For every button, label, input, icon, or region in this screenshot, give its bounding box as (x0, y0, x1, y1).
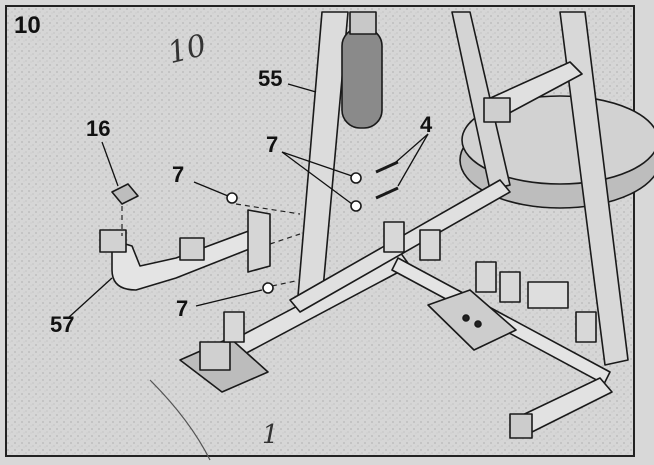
sleeve-c (475, 261, 497, 293)
leader-7a (281, 151, 353, 177)
roller-pad (341, 27, 383, 129)
washer-left (226, 192, 238, 204)
crossbar-end-cap (483, 97, 511, 123)
sleeve-d (499, 271, 521, 303)
upright-right (559, 11, 629, 366)
slide-block (527, 281, 569, 309)
bolt-a (375, 160, 399, 174)
bracket-57-sleeve (179, 237, 205, 261)
label-part-7-lower: 7 (176, 296, 189, 321)
label-part-16: 16 (86, 116, 111, 141)
label-part-7-left: 7 (172, 162, 185, 187)
align-line-c (271, 279, 301, 287)
label-part-7-upper: 7 (266, 132, 279, 157)
washer-upper-b (350, 200, 362, 212)
label-part-4: 4 (420, 112, 433, 137)
bracket-57-cap (99, 229, 127, 253)
sleeve-right (575, 311, 597, 343)
leader-55 (287, 83, 317, 93)
leader-16 (101, 141, 119, 187)
step-number: 10 (14, 12, 41, 39)
leader-4a (395, 133, 429, 163)
rear-foot-cap (509, 413, 533, 439)
pencil-stroke (149, 379, 211, 461)
bracket-block (427, 289, 517, 351)
leader-7b (281, 151, 353, 205)
roller-rod (349, 11, 377, 35)
sleeve-a (383, 221, 405, 253)
leader-7-left (193, 181, 229, 197)
end-cap-16 (111, 183, 139, 205)
label-part-57: 57 (50, 312, 75, 337)
handwritten-mark: 1 (262, 420, 279, 450)
bolt-b (375, 186, 399, 200)
upright-middle (451, 11, 511, 191)
leader-57 (67, 277, 113, 319)
bracket-57-plate (247, 209, 271, 273)
leader-7-lower (195, 289, 263, 307)
washer-upper-a (350, 172, 362, 184)
foot-block (199, 341, 231, 371)
label-part-55: 55 (258, 66, 283, 91)
leader-4b (397, 133, 429, 187)
align-line-a (235, 203, 301, 215)
sleeve-front (223, 311, 245, 343)
sleeve-b (419, 229, 441, 261)
washer-lower (262, 282, 274, 294)
